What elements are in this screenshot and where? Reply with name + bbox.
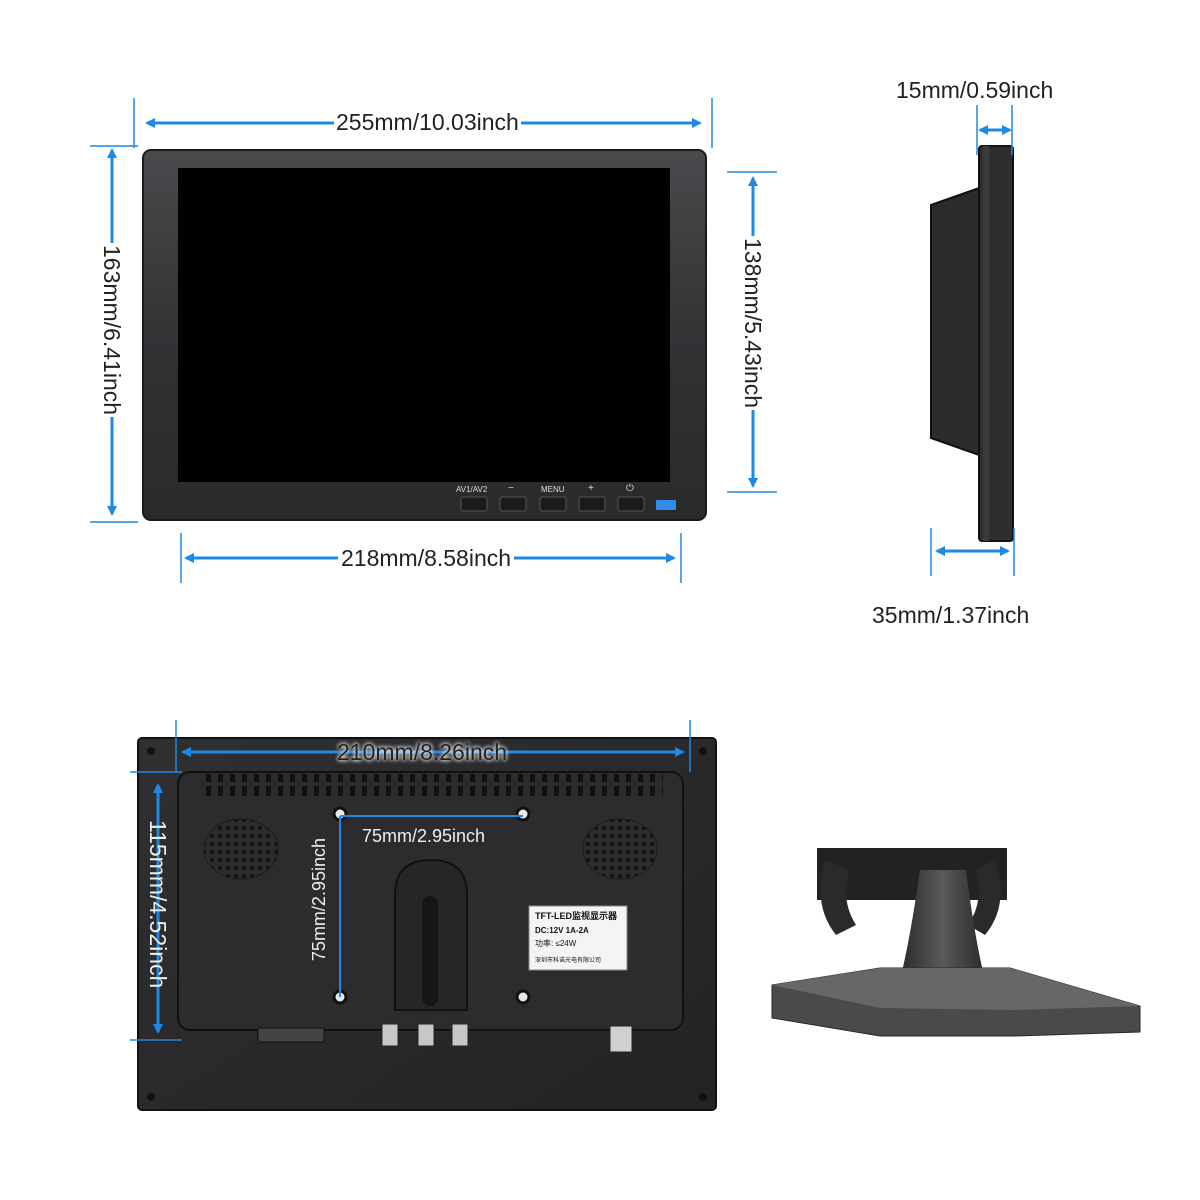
button-label-power: ⏻ [626, 483, 634, 494]
dim-vesa-horizontal: 75mm/2.95inch [362, 826, 486, 846]
rear-label-line2: DC:12V 1A-2A [535, 926, 589, 935]
dimension-lines [90, 98, 1015, 1041]
side-view [930, 145, 1014, 542]
button-power [617, 496, 645, 512]
back-view [137, 737, 717, 1111]
dim-back-width: 210mm/8.26inch [337, 739, 508, 765]
rear-label-line1: TFT-LED监视显示器 [535, 911, 617, 921]
stand-view [771, 848, 1141, 1037]
button-label-minus: − [508, 483, 514, 494]
front-view [142, 149, 707, 521]
rear-label-line3: 功率: ≤24W [535, 939, 577, 948]
front-buttons [460, 496, 676, 512]
rear-label-line4: 深圳市科诺光电有限公司 [535, 958, 602, 964]
dim-total-depth: 35mm/1.37inch [872, 602, 1030, 628]
dim-front-height: 163mm/6.41inch [99, 243, 125, 418]
power-led [656, 500, 676, 510]
button-label-menu: MENU [541, 485, 565, 494]
dim-screen-height: 138mm/5.43inch [740, 236, 766, 411]
dim-vesa-vertical: 75mm/2.95inch [309, 838, 329, 962]
button-menu [539, 496, 567, 512]
dim-bezel-thickness: 15mm/0.59inch [896, 77, 1054, 103]
front-screen [178, 168, 670, 482]
button-plus [578, 496, 606, 512]
button-av [460, 496, 488, 512]
dim-screen-width: 218mm/8.58inch [338, 547, 515, 570]
button-label-av: AV1/AV2 [456, 485, 488, 494]
button-label-plus: + [588, 483, 594, 494]
dim-back-height: 115mm/4.52inch [145, 820, 171, 989]
button-minus [499, 496, 527, 512]
dim-front-width: 255mm/10.03inch [334, 109, 521, 135]
